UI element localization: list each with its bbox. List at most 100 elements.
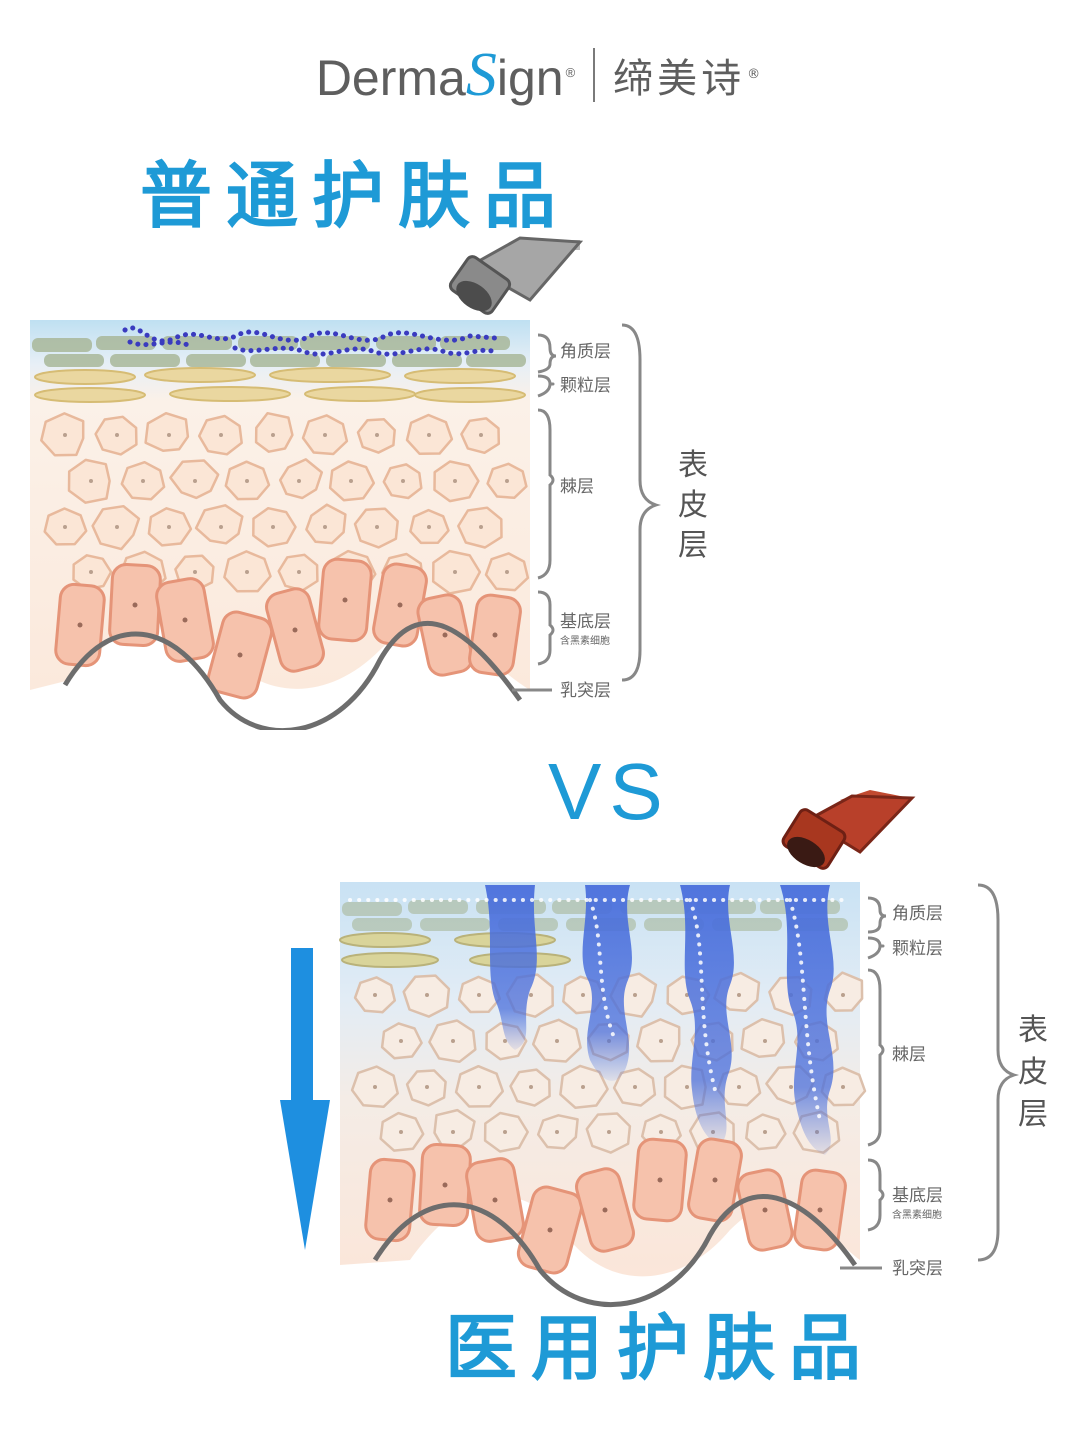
- layer-brackets: [840, 883, 1020, 1270]
- cell-nucleus: [712, 1177, 718, 1183]
- cell-nucleus: [271, 433, 275, 437]
- cell-nucleus: [442, 1182, 448, 1188]
- cell-nucleus: [77, 622, 83, 628]
- cell-nucleus: [479, 525, 483, 529]
- cell-nucleus: [167, 433, 171, 437]
- tube-gray-icon: [448, 236, 584, 315]
- cell-nucleus: [607, 1130, 611, 1134]
- cell-nucleus: [115, 433, 119, 437]
- cell-nucleus: [602, 1207, 608, 1213]
- cell-nucleus: [737, 993, 741, 997]
- cell-nucleus: [63, 525, 67, 529]
- label-papillary: 乳突层: [892, 1259, 943, 1279]
- label-corneum: 角质层: [560, 342, 611, 362]
- cell-nucleus: [451, 1039, 455, 1043]
- cell-nucleus: [657, 1177, 663, 1183]
- cell-nucleus: [633, 993, 637, 997]
- cell-nucleus: [763, 1130, 767, 1134]
- cell-nucleus: [132, 602, 138, 608]
- cell-nucleus: [63, 433, 67, 437]
- spinous-cell: [254, 411, 294, 453]
- cell-nucleus: [547, 1227, 553, 1233]
- cell-nucleus: [167, 525, 171, 529]
- cell-nucleus: [442, 632, 448, 638]
- title-medical-skincare: 医用护肤品: [445, 1306, 876, 1390]
- label-epidermis-1: 表: [678, 448, 708, 483]
- cell-nucleus: [529, 993, 533, 997]
- cell-nucleus: [401, 479, 405, 483]
- stream-dots: [348, 898, 852, 1122]
- dermal-junction: [372, 1194, 858, 1307]
- cell-nucleus: [115, 525, 119, 529]
- dermal-junction: [62, 620, 523, 730]
- cell-nucleus: [427, 525, 431, 529]
- cell-nucleus: [789, 1085, 793, 1089]
- cell-nucleus: [375, 525, 379, 529]
- cell-nucleus: [141, 479, 145, 483]
- granular-layer: [34, 367, 526, 403]
- cell-nucleus: [492, 1197, 498, 1203]
- spinous-cell: [40, 412, 85, 457]
- tube-red-icon: [781, 790, 916, 870]
- label-basal: 基底层: [892, 1186, 943, 1206]
- vs-label: VS: [548, 747, 671, 836]
- basal-cells: [54, 557, 522, 700]
- label-epidermis-3: 层: [1018, 1097, 1048, 1132]
- cell-nucleus: [762, 1207, 768, 1213]
- cell-nucleus: [841, 993, 845, 997]
- brand-name: DermaSign®: [315, 40, 576, 109]
- cell-nucleus: [492, 632, 498, 638]
- cell-nucleus: [193, 479, 197, 483]
- cell-nucleus: [387, 1197, 393, 1203]
- penetration-streams: [485, 885, 834, 1155]
- label-granular: 颗粒层: [892, 939, 943, 959]
- surface-particles: [122, 325, 498, 357]
- cell-nucleus: [237, 652, 243, 658]
- cell-nucleus: [193, 570, 197, 574]
- cell-nucleus: [633, 1085, 637, 1089]
- cell-nucleus: [659, 1039, 663, 1043]
- label-epidermis-3: 层: [678, 528, 708, 563]
- cell-nucleus: [342, 597, 348, 603]
- cell-nucleus: [451, 1130, 455, 1134]
- spinous-cell: [636, 1018, 681, 1063]
- cell-nucleus: [219, 525, 223, 529]
- cell-nucleus: [427, 433, 431, 437]
- skin-diagram-ordinary: 角质层 颗粒层 棘层 基底层 含黑素细胞 乳突层 表 皮 层: [30, 236, 708, 730]
- cell-nucleus: [245, 479, 249, 483]
- spinous-cell: [144, 411, 190, 453]
- label-papillary: 乳突层: [560, 681, 611, 701]
- cell-nucleus: [555, 1039, 559, 1043]
- spinous-cell: [194, 504, 244, 545]
- cell-nucleus: [685, 1085, 689, 1089]
- cell-nucleus: [581, 993, 585, 997]
- cell-nucleus: [659, 1130, 663, 1134]
- cell-nucleus: [271, 525, 275, 529]
- label-spinous: 棘层: [892, 1045, 926, 1065]
- cell-nucleus: [89, 570, 93, 574]
- cell-nucleus: [763, 1039, 767, 1043]
- label-basal: 基底层: [560, 612, 611, 632]
- cell-nucleus: [503, 1039, 507, 1043]
- label-epidermis-2: 皮: [678, 488, 708, 523]
- penetration-arrow-icon: [280, 948, 330, 1250]
- label-corneum: 角质层: [892, 904, 943, 924]
- cell-nucleus: [453, 479, 457, 483]
- cell-nucleus: [505, 570, 509, 574]
- cell-nucleus: [425, 1085, 429, 1089]
- cell-nucleus: [219, 433, 223, 437]
- brand-divider: [593, 48, 596, 102]
- cell-nucleus: [503, 1130, 507, 1134]
- cell-nucleus: [737, 1085, 741, 1089]
- cell-nucleus: [397, 602, 403, 608]
- cell-nucleus: [841, 1085, 845, 1089]
- spinous-cell: [278, 458, 324, 500]
- cell-nucleus: [297, 570, 301, 574]
- cell-nucleus: [453, 570, 457, 574]
- cell-nucleus: [399, 1039, 403, 1043]
- cell-nucleus: [399, 1130, 403, 1134]
- label-basal-sub: 含黑素细胞: [892, 1208, 942, 1221]
- cell-nucleus: [245, 570, 249, 574]
- cell-nucleus: [375, 433, 379, 437]
- basal-cells: [364, 1137, 847, 1275]
